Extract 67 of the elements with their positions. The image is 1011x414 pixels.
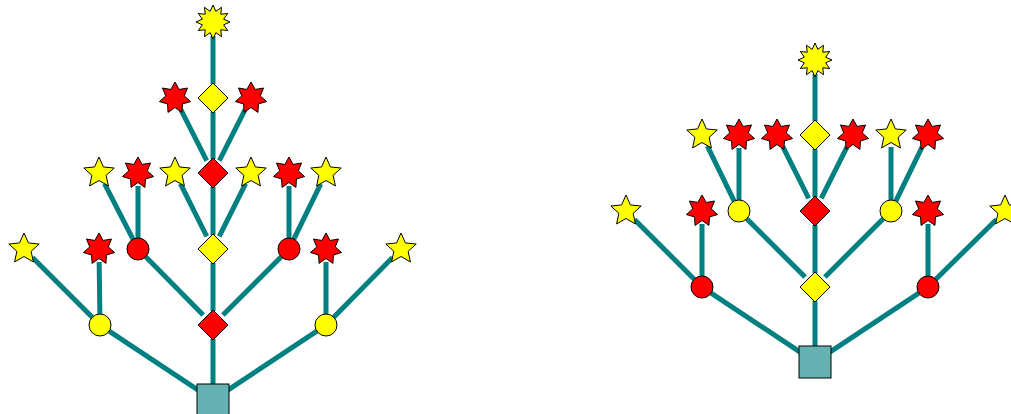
connector-line xyxy=(331,255,395,319)
heptagram-symbol xyxy=(235,82,267,114)
star-symbol xyxy=(385,233,417,265)
heptagram-symbol xyxy=(273,157,305,189)
heptagram-symbol xyxy=(686,195,718,227)
burst-symbol xyxy=(197,6,229,38)
connector-line xyxy=(705,144,737,203)
connector-line xyxy=(178,108,209,162)
diamond-symbol xyxy=(197,82,229,114)
heptagram-symbol xyxy=(159,82,191,114)
connector-line xyxy=(96,261,103,315)
star-symbol xyxy=(235,157,267,189)
connector-line xyxy=(291,182,323,241)
star-symbol xyxy=(8,233,40,265)
heptagram-symbol xyxy=(912,195,944,227)
heptagram-symbol xyxy=(761,119,793,151)
connector-line xyxy=(135,186,141,238)
heptagram-symbol xyxy=(122,157,154,189)
connector-line xyxy=(736,148,742,200)
connector-line xyxy=(210,263,216,311)
diamond-symbol xyxy=(799,271,831,303)
connector-line xyxy=(210,36,216,84)
connector-line xyxy=(699,224,705,276)
connector-line xyxy=(210,112,216,159)
connector-line xyxy=(286,186,292,238)
burst-symbol xyxy=(799,44,831,76)
diamond-symbol xyxy=(799,119,831,151)
heptagram-symbol xyxy=(83,233,115,265)
connector-line xyxy=(823,217,885,279)
connector-line xyxy=(143,255,205,317)
connector-line xyxy=(178,182,209,238)
connector-line xyxy=(819,145,850,200)
diamond-symbol xyxy=(197,233,229,265)
connector-line xyxy=(102,182,136,241)
star-symbol xyxy=(83,157,115,189)
connector-line xyxy=(210,339,216,384)
diamond-symbol xyxy=(197,157,229,189)
connector-line xyxy=(780,145,811,200)
box-symbol xyxy=(197,384,229,414)
connector-line xyxy=(30,255,94,319)
connector-line xyxy=(745,217,807,279)
connector-line xyxy=(925,224,931,276)
connector-line xyxy=(812,301,818,346)
connector-line xyxy=(210,187,216,235)
connector-line xyxy=(632,217,696,281)
heptagram-symbol xyxy=(837,119,869,151)
connector-line xyxy=(217,108,248,162)
diamond-symbol xyxy=(197,309,229,341)
connector-line xyxy=(812,225,818,273)
box-symbol xyxy=(799,346,831,378)
connector-line xyxy=(323,262,329,314)
heptagram-symbol xyxy=(912,119,944,151)
star-symbol xyxy=(310,157,342,189)
diamond-symbol xyxy=(799,195,831,227)
connector-line xyxy=(812,74,818,121)
star-symbol xyxy=(159,157,191,189)
connector-line xyxy=(934,217,999,282)
heptagram-symbol xyxy=(723,119,755,151)
star-symbol xyxy=(610,195,642,227)
connector-line xyxy=(217,182,248,238)
heptagram-symbol xyxy=(310,233,342,265)
connector-line xyxy=(888,147,894,200)
connector-line xyxy=(221,255,283,317)
star-symbol xyxy=(686,119,718,151)
star-symbol xyxy=(875,119,907,151)
connector-line xyxy=(812,149,818,197)
connector-line xyxy=(893,145,925,203)
